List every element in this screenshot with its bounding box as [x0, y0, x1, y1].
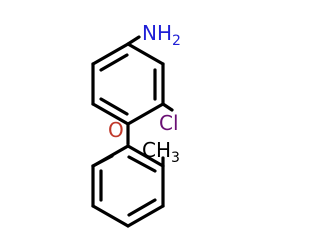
- bond-upper-ring-2: [126, 42, 165, 66]
- oxygen-label: O: [108, 118, 124, 142]
- amine-subscript: 2: [172, 33, 181, 49]
- amine-main-text: NH: [142, 21, 172, 45]
- bond-lower-ring-double-b: [127, 198, 157, 217]
- bond-lower-ring-double-c: [127, 155, 157, 173]
- bond-lower-ring-6: [91, 144, 130, 168]
- bond-lower-ring-5: [126, 144, 165, 168]
- methyl-main-text: CH: [142, 138, 171, 162]
- molecule-drawing: NH2 O CH3 Cl: [91, 21, 181, 228]
- bond-upper-ring-double-a: [99, 53, 129, 72]
- structure-canvas: NH2 O CH3 Cl: [91, 21, 181, 228]
- bond-lower-ring-3: [126, 204, 165, 228]
- methyl-subscript: 3: [171, 150, 180, 166]
- bond-upper-ring-1: [91, 42, 130, 66]
- bond-ring-amine: [126, 35, 141, 46]
- chlorine-label: Cl: [159, 111, 179, 135]
- bond-upper-ring-5: [91, 102, 130, 126]
- bond-upper-ring-double-c: [99, 97, 129, 116]
- methyl-group-label: CH3: [142, 138, 180, 166]
- bond-upper-ring-4: [126, 102, 165, 126]
- amine-group-label: NH2: [142, 21, 181, 49]
- bonds: [91, 35, 174, 228]
- bond-lower-ring-2: [91, 204, 130, 228]
- bond-ring-chlorine: [161, 102, 174, 112]
